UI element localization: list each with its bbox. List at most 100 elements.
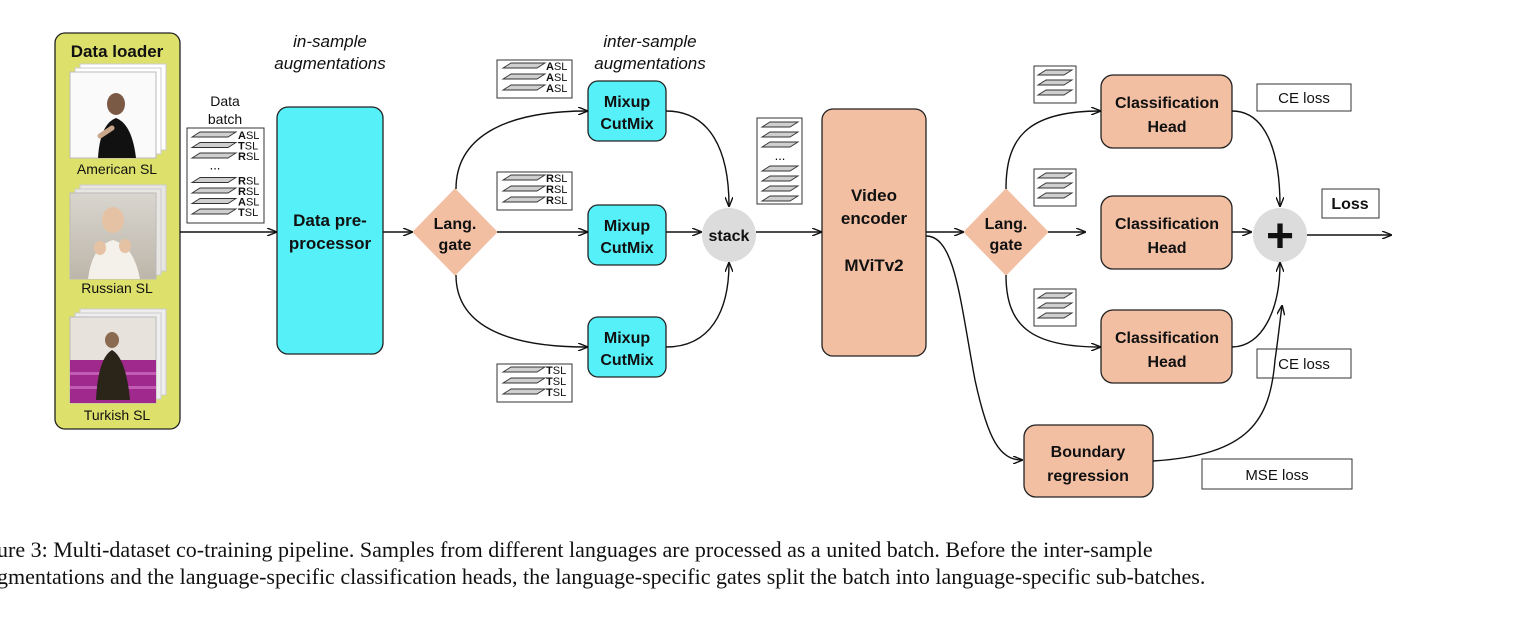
sample-clip-icon [501,73,547,80]
figure-caption: ure 3: Multi-dataset co-training pipelin… [0,536,1528,590]
classification-head-middle: Classification Head [1100,195,1233,270]
sample-clip-icon [760,195,800,202]
in-sample-label-line2: augmentations [274,54,386,73]
sample-clip-icon [1036,192,1074,199]
sample-lang-tag: ASL [546,61,567,73]
sample-clip-icon [190,152,238,159]
arrow-gate2-to-head-top [1005,111,1100,190]
sample-clip-icon [190,187,238,194]
sample-clip-icon [1036,172,1074,179]
stack-node: stack [702,208,756,262]
connectors [180,111,1391,461]
mixup-cutmix-top: Mixup CutMix [587,80,667,142]
arrow-encoder-to-boundary [925,235,1022,460]
inter-sample-label-line2: augmentations [594,54,706,73]
svg-text:Classification: Classification [1115,330,1219,347]
caption-line-1: ure 3: Multi-dataset co-training pipelin… [0,537,1153,562]
sample-clip-icon [501,196,547,203]
arrow-gate2-to-head-bottom [1005,274,1100,347]
svg-text:Video: Video [851,186,897,205]
arrow-boundary-to-sum [1152,306,1282,462]
sample-clip-icon [501,84,547,91]
arrow-gate-to-mix-bottom [455,274,587,347]
data-preprocessor: Data pre- processor [276,106,384,355]
svg-text:Head: Head [1147,354,1186,371]
russian-sl-thumbnail [69,184,167,280]
svg-text:stack: stack [709,228,750,245]
svg-text:CutMix: CutMix [600,240,653,257]
inter-sample-label-line1: inter-sample [603,32,696,51]
sample-clip-icon [760,185,800,192]
sample-clip-icon [760,121,800,128]
sample-clip-icon [1036,312,1074,319]
svg-text:MSE loss: MSE loss [1245,467,1308,484]
svg-text:CutMix: CutMix [600,352,653,369]
sample-lang-tag: ASL [238,130,259,142]
sample-clip-icon [501,388,547,395]
lang-gate-2: Lang. gate [963,188,1049,276]
stacked-ellipsis: ... [775,148,786,163]
svg-text:Lang.: Lang. [434,216,477,233]
american-sl-thumbnail [69,63,167,159]
sample-lang-tag: TSL [238,207,258,219]
sample-clip-icon [1036,182,1074,189]
video-encoder: Video encoder MViTv2 [821,108,927,357]
data-loader-title: Data loader [71,42,164,61]
svg-text:Head: Head [1147,119,1186,136]
sample-clip-icon [190,131,238,138]
svg-text:Loss: Loss [1331,196,1368,213]
stacked-batch-box: ... [756,117,803,205]
sample-clip-icon [1036,292,1074,299]
arrow-mix-bottom-to-stack [665,263,729,348]
sample-clip-icon [1036,302,1074,309]
sample-clip-icon [190,177,238,183]
sample-clip-icon [501,62,547,69]
sample-clip-icon [1036,69,1074,76]
sum-node: + [1253,208,1307,263]
total-loss: Loss [1321,188,1380,219]
sample-lang-tag: ASL [546,72,567,84]
turkish-sl-thumbnail [69,308,167,404]
mixup-cutmix-middle: Mixup CutMix [587,204,667,266]
sample-clip-icon [190,208,238,215]
svg-text:MViTv2: MViTv2 [844,256,903,275]
svg-text:processor: processor [289,234,372,253]
sample-clip-icon [1036,89,1074,96]
svg-text:gate: gate [990,237,1023,254]
arrow-gate-to-mix-top [455,111,587,190]
sample-clip-icon [760,175,800,182]
ce-loss-bottom: CE loss [1256,348,1352,379]
sample-lang-tag: RSL [546,195,567,207]
arrow-mix-top-to-stack [665,110,729,206]
sample-clip-icon [501,174,547,181]
mixup-cutmix-bottom: Mixup CutMix [587,316,667,378]
svg-text:regression: regression [1047,468,1129,485]
classification-head-top: Classification Head [1100,74,1233,149]
sample-lang-tag: TSL [546,365,566,377]
head-batch-icon-middle [1033,168,1077,207]
svg-text:Mixup: Mixup [604,330,650,347]
sample-lang-tag: RSL [238,176,259,188]
sample-lang-tag: TSL [546,387,566,399]
svg-text:gate: gate [439,237,472,254]
in-sample-label-line1: in-sample [293,32,367,51]
caption-line-2: gmentations and the language-specific cl… [0,564,1206,589]
head-batch-icon-top [1033,65,1077,104]
data-loader: Data loader American SL Russian SL [54,32,181,430]
svg-text:Boundary: Boundary [1051,444,1126,461]
svg-text:CE loss: CE loss [1278,356,1330,373]
sample-clip-icon [1036,79,1074,86]
sample-clip-icon [760,141,800,148]
lang-gate-1: Lang. gate [412,188,498,276]
head-batch-icon-bottom [1033,288,1077,327]
sample-clip-icon [190,142,238,148]
svg-text:Classification: Classification [1115,216,1219,233]
arrow-head-top-to-sum [1231,110,1280,206]
plus-icon: + [1266,210,1294,263]
svg-text:CE loss: CE loss [1278,90,1330,107]
svg-text:Classification: Classification [1115,95,1219,112]
